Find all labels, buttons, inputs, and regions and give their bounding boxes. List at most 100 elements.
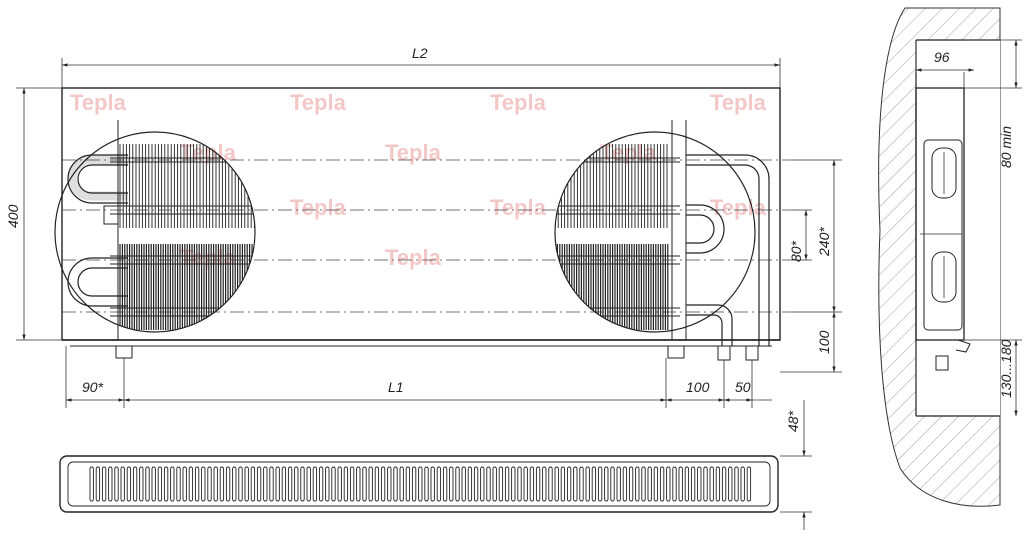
front-view [54, 87, 790, 361]
grille-slot [151, 466, 156, 502]
mounting-foot [115, 345, 133, 359]
grille-slot [300, 466, 305, 502]
grille-slot [461, 466, 466, 502]
grille-slot [511, 466, 516, 502]
grille-slot [306, 466, 311, 502]
dimension-label-96: 96 [934, 49, 950, 65]
grille-slot [703, 466, 708, 502]
dimension-label-100: 100 [686, 379, 710, 395]
grille-slot [740, 466, 745, 502]
grille-slot [269, 466, 274, 502]
grille-slot [635, 466, 640, 502]
grille-slot [709, 466, 714, 502]
convector-side-body [915, 87, 965, 341]
grille-slot [628, 466, 634, 502]
grille-slot [684, 466, 690, 502]
grille-slot [343, 466, 349, 502]
grille-slot [325, 466, 330, 502]
grille-slot [430, 466, 435, 502]
grille-slot [647, 466, 652, 502]
grille-slot [182, 466, 187, 502]
grille-slot [666, 466, 671, 502]
grille-slot [659, 466, 665, 502]
grille-slot [678, 466, 683, 502]
grille-slot [139, 466, 144, 502]
grille-slot [356, 466, 361, 502]
grille-slot [281, 466, 287, 502]
grille-slot [504, 466, 510, 502]
grille-slot [734, 466, 739, 502]
grille-slot [163, 466, 169, 502]
grille-slot [294, 466, 299, 502]
watermark-text: Tepla [490, 90, 547, 115]
grille-slot [238, 466, 243, 502]
grille-slot [201, 466, 206, 502]
grille-slot [535, 466, 541, 502]
grille-slot [213, 466, 218, 502]
grille-slot [232, 466, 237, 502]
grille-slot [157, 466, 163, 502]
grille-slot [560, 466, 566, 502]
grille-slot [690, 466, 696, 502]
grille-slot [411, 466, 417, 502]
dimension-label-130-180: 130...180 [998, 339, 1014, 398]
grille-slot [529, 466, 535, 502]
grille-slot [697, 466, 702, 502]
grille-slot [101, 466, 107, 502]
grille-slots [89, 466, 752, 502]
grille-slot [449, 466, 454, 502]
dimension-label-50: 50 [735, 379, 751, 395]
grille-slot [380, 466, 386, 502]
grille-slot [368, 466, 373, 502]
grille-slot [715, 466, 721, 502]
grille-slot [672, 466, 677, 502]
grille-slot [337, 466, 342, 502]
watermark-text: Tepla [385, 140, 442, 165]
grille-slot [653, 466, 659, 502]
grille-slot [176, 466, 181, 502]
grille-slot [275, 466, 280, 502]
grille-slot [467, 466, 473, 502]
grille-slot [108, 466, 113, 502]
watermark-text: Tepla [180, 140, 237, 165]
grille-slot [585, 466, 590, 502]
grille-slot [616, 466, 621, 502]
grille-slot [523, 466, 528, 502]
dimension-label-90: 90* [82, 379, 104, 395]
grille-slot [455, 466, 460, 502]
grille-slot [746, 466, 752, 502]
grille-slot [424, 466, 429, 502]
watermark-group: Tepla Tepla Tepla Tepla Tepla Tepla Tepl… [70, 90, 972, 270]
side-section-view: 96 80 min 130...180 [878, 7, 1022, 507]
grille-slot [225, 466, 231, 502]
grille-slot [250, 466, 256, 502]
grille-slot [349, 466, 355, 502]
pipe-connection [717, 345, 731, 361]
dimension-label-L2: L2 [412, 45, 428, 61]
grille-slot [486, 466, 491, 502]
dimension-label-L1: L1 [388, 379, 404, 395]
dimension-label-80: 80* [788, 240, 804, 262]
grille-slot [132, 466, 138, 502]
grille-slot [548, 466, 553, 502]
grille-slot [89, 466, 94, 502]
heat-exchanger-fins [110, 144, 255, 330]
grille-slot [362, 466, 367, 502]
grille-slot [405, 466, 411, 502]
grille-slot [591, 466, 597, 502]
dimension-label-80-min: 80 min [998, 126, 1014, 168]
grille-slot [170, 466, 175, 502]
grille-slot [554, 466, 559, 502]
grille-slot [120, 466, 125, 502]
grille-slot [387, 466, 392, 502]
grille-slot [318, 466, 324, 502]
heat-exchanger-fins [555, 144, 680, 330]
watermark-text: Tepla [290, 90, 347, 115]
grille-slot [573, 466, 578, 502]
grille-slot [480, 466, 485, 502]
grille-slot [622, 466, 628, 502]
grille-slot [374, 466, 380, 502]
watermark-text: Tepla [70, 90, 127, 115]
watermark-text: Tepla [385, 245, 442, 270]
